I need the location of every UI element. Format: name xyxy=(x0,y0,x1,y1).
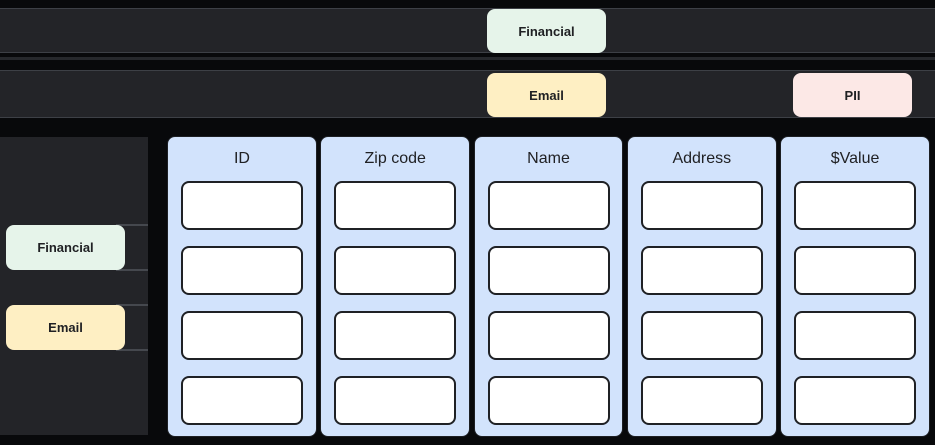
table-cell[interactable] xyxy=(487,376,610,425)
sidebar-row-slot xyxy=(116,224,148,271)
table-column-address: Address xyxy=(626,136,777,437)
data-table: ID Zip code Name xyxy=(167,136,931,437)
table-cell[interactable] xyxy=(180,181,303,230)
column-header: $Value xyxy=(830,150,880,167)
tag-chip-pii-top[interactable]: PII xyxy=(793,73,912,117)
table-cell[interactable] xyxy=(334,181,457,230)
lane-divider xyxy=(0,57,935,60)
column-cells xyxy=(334,181,457,425)
column-header: ID xyxy=(233,150,250,167)
column-header: Name xyxy=(527,150,570,167)
column-cells xyxy=(180,181,303,425)
table-cell[interactable] xyxy=(640,376,763,425)
column-header: Address xyxy=(672,150,732,167)
table-cell[interactable] xyxy=(180,376,303,425)
table-cell[interactable] xyxy=(640,311,763,360)
column-cells xyxy=(794,181,917,425)
table-cell[interactable] xyxy=(794,246,917,295)
sidebar-row-slot xyxy=(116,304,148,351)
table-cell[interactable] xyxy=(640,181,763,230)
table-cell[interactable] xyxy=(794,181,917,230)
tag-chip-email-top[interactable]: Email xyxy=(487,73,606,117)
tag-chip-email-sidebar[interactable]: Email xyxy=(6,305,125,350)
table-cell[interactable] xyxy=(334,376,457,425)
table-cell[interactable] xyxy=(794,376,917,425)
tag-chip-financial-top[interactable]: Financial xyxy=(487,9,606,53)
table-cell[interactable] xyxy=(334,246,457,295)
table-cell[interactable] xyxy=(640,246,763,295)
table-cell[interactable] xyxy=(334,311,457,360)
sidebar-panel: Financial Email xyxy=(0,137,148,435)
table-cell[interactable] xyxy=(487,246,610,295)
column-cells xyxy=(640,181,763,425)
column-cells xyxy=(487,181,610,425)
table-column-zip-code: Zip code xyxy=(320,136,471,437)
table-cell[interactable] xyxy=(487,311,610,360)
table-cell[interactable] xyxy=(180,246,303,295)
table-column-id: ID xyxy=(167,136,317,437)
table-cell[interactable] xyxy=(180,311,303,360)
table-column-value: $Value xyxy=(780,136,931,437)
table-column-name: Name xyxy=(473,136,624,437)
column-header: Zip code xyxy=(364,150,426,167)
table-cell[interactable] xyxy=(794,311,917,360)
tag-lane-top: Financial xyxy=(0,8,935,53)
table-cell[interactable] xyxy=(487,181,610,230)
tag-chip-financial-sidebar[interactable]: Financial xyxy=(6,225,125,270)
tag-lane-bottom: Email PII xyxy=(0,70,935,118)
